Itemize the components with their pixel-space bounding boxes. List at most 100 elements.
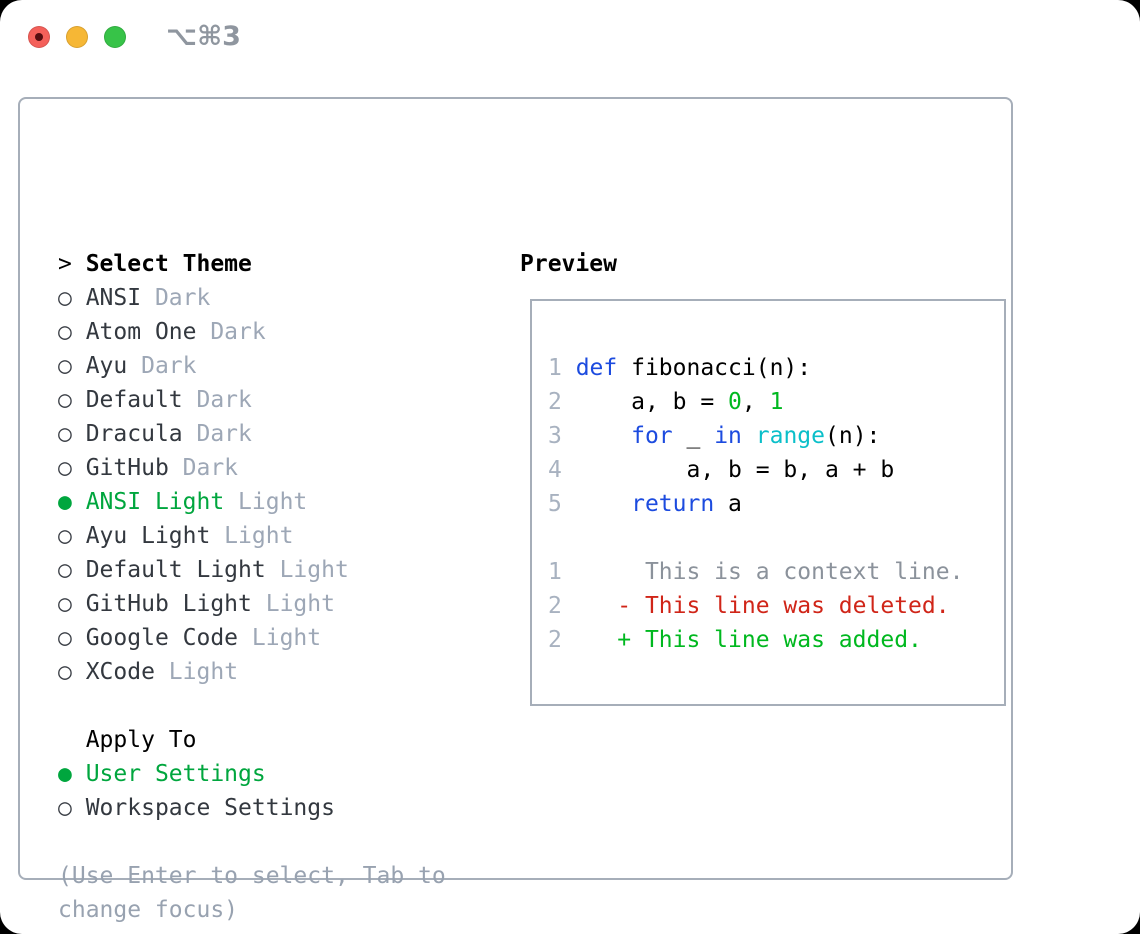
select-theme-header: > Select Theme [58,247,446,281]
code-segment-code: a [714,491,742,517]
radio-icon: ● [58,489,86,515]
theme-variant-tag: Light [224,489,308,515]
theme-name-label: Default Light [85,557,266,583]
theme-option-default[interactable]: ○ Default Dark [58,383,446,417]
theme-variant-tag: Light [265,557,349,583]
preview-line [548,521,1004,555]
theme-menu: > Select Theme○ ANSI Dark○ Atom One Dark… [58,247,446,927]
theme-name-label: ANSI [85,285,142,311]
theme-option-dracula[interactable]: ○ Dracula Dark [58,417,446,451]
theme-variant-tag: Dark [127,353,197,379]
theme-name-label: XCode [85,659,155,685]
theme-option-google-code[interactable]: ○ Google Code Light [58,621,446,655]
settings-panel: > Select Theme○ ANSI Dark○ Atom One Dark… [18,97,1013,923]
theme-option-default-light[interactable]: ○ Default Light Light [58,553,446,587]
radio-icon: ○ [58,455,86,481]
radio-icon: ○ [58,353,86,379]
hint-text: (Use Enter to select, Tab to [58,859,446,893]
theme-option-ayu-light[interactable]: ○ Ayu Light Light [58,519,446,553]
apply-option-workspace-settings[interactable]: ○ Workspace Settings [58,791,446,825]
code-segment-keyword: def [575,355,618,381]
code-segment-code [576,593,618,619]
focus-marker-icon: > [58,251,86,277]
code-segment-code: a, b = [575,389,729,415]
theme-variant-tag: Light [238,625,322,651]
hint-text: change focus) [58,893,446,927]
code-segment-number: 1 [769,389,784,415]
window-title: ⌥⌘3 [166,21,241,52]
code-segment-code: fibonacci(n): [617,355,812,381]
radio-icon: ○ [58,625,86,651]
radio-icon: ● [58,761,86,787]
close-button[interactable] [28,26,50,48]
theme-variant-tag: Light [251,591,335,617]
radio-icon: ○ [58,795,86,821]
code-segment-keyword: for [631,423,673,449]
apply-option-label: User Settings [85,761,266,787]
apply-option-user-settings[interactable]: ● User Settings [58,757,446,791]
code-segment-deleted: - This line was deleted. [617,593,950,619]
code-segment-code: , [741,389,770,415]
code-segment-code [576,423,631,449]
preview-line: 2 a, b = 0, 1 [548,385,1004,419]
theme-option-github[interactable]: ○ GitHub Dark [58,451,446,485]
apply-option-label: Workspace Settings [85,795,335,821]
theme-option-atom-one[interactable]: ○ Atom One Dark [58,315,446,349]
line-number: 2 [548,389,576,415]
radio-icon: ○ [58,557,86,583]
hint-line: (Use Enter to select, Tab to [58,863,446,889]
line-number [548,525,576,551]
preview-line: 4 a, b = b, a + b [548,453,1004,487]
line-number: 2 [548,593,576,619]
line-number: 5 [548,491,576,517]
theme-variant-tag: Dark [196,319,266,345]
theme-name-label: Atom One [85,319,197,345]
radio-icon: ○ [58,387,86,413]
preview-line: 3 for _ in range(n): [548,419,1004,453]
theme-variant-tag: Light [154,659,239,685]
theme-variant-tag: Dark [168,455,239,481]
theme-variant-tag: Dark [182,421,252,447]
theme-name-label: GitHub Light [85,591,252,617]
code-segment-code: (n): [825,423,881,449]
theme-name-label: Google Code [85,625,239,651]
code-segment-code: a, b = b, a + b [575,457,895,483]
theme-variant-tag: Light [210,523,294,549]
theme-name-label: Ayu [85,353,128,379]
theme-option-xcode[interactable]: ○ XCode Light [58,655,446,689]
zoom-button[interactable] [104,26,126,48]
hint-line: change focus) [58,897,239,923]
preview-line: 2 + This line was added. [548,623,1004,657]
preview-line: 2 - This line was deleted. [548,589,1004,623]
radio-icon: ○ [58,523,86,549]
apply-to-title: Apply To [58,727,197,753]
code-segment-keyword: in [714,423,742,449]
select-theme-title: Select Theme [85,251,252,277]
theme-option-ansi-light[interactable]: ● ANSI Light Light [58,485,446,519]
theme-option-github-light[interactable]: ○ GitHub Light Light [58,587,446,621]
theme-name-label: Dracula [85,421,183,447]
preview-title: Preview [520,251,617,277]
line-number: 1 [548,355,576,381]
theme-name-label: ANSI Light [85,489,225,515]
line-number: 1 [548,559,576,585]
radio-icon: ○ [58,421,86,447]
radio-icon: ○ [58,285,86,311]
preview-line: 1 This is a context line. [548,555,1004,589]
line-number: 4 [548,457,576,483]
line-number: 2 [548,627,576,653]
radio-icon: ○ [58,659,86,685]
spacer-row [58,825,446,859]
theme-variant-tag: Dark [141,285,211,311]
theme-name-label: Default [85,387,183,413]
theme-variant-tag: Dark [182,387,252,413]
radio-icon: ○ [58,319,86,345]
theme-option-ayu[interactable]: ○ Ayu Dark [58,349,446,383]
code-segment-code [576,627,618,653]
theme-option-ansi[interactable]: ○ ANSI Dark [58,281,446,315]
minimize-button[interactable] [66,26,88,48]
close-button-dot-icon [35,33,43,41]
code-segment-added: + This line was added. [617,627,922,653]
